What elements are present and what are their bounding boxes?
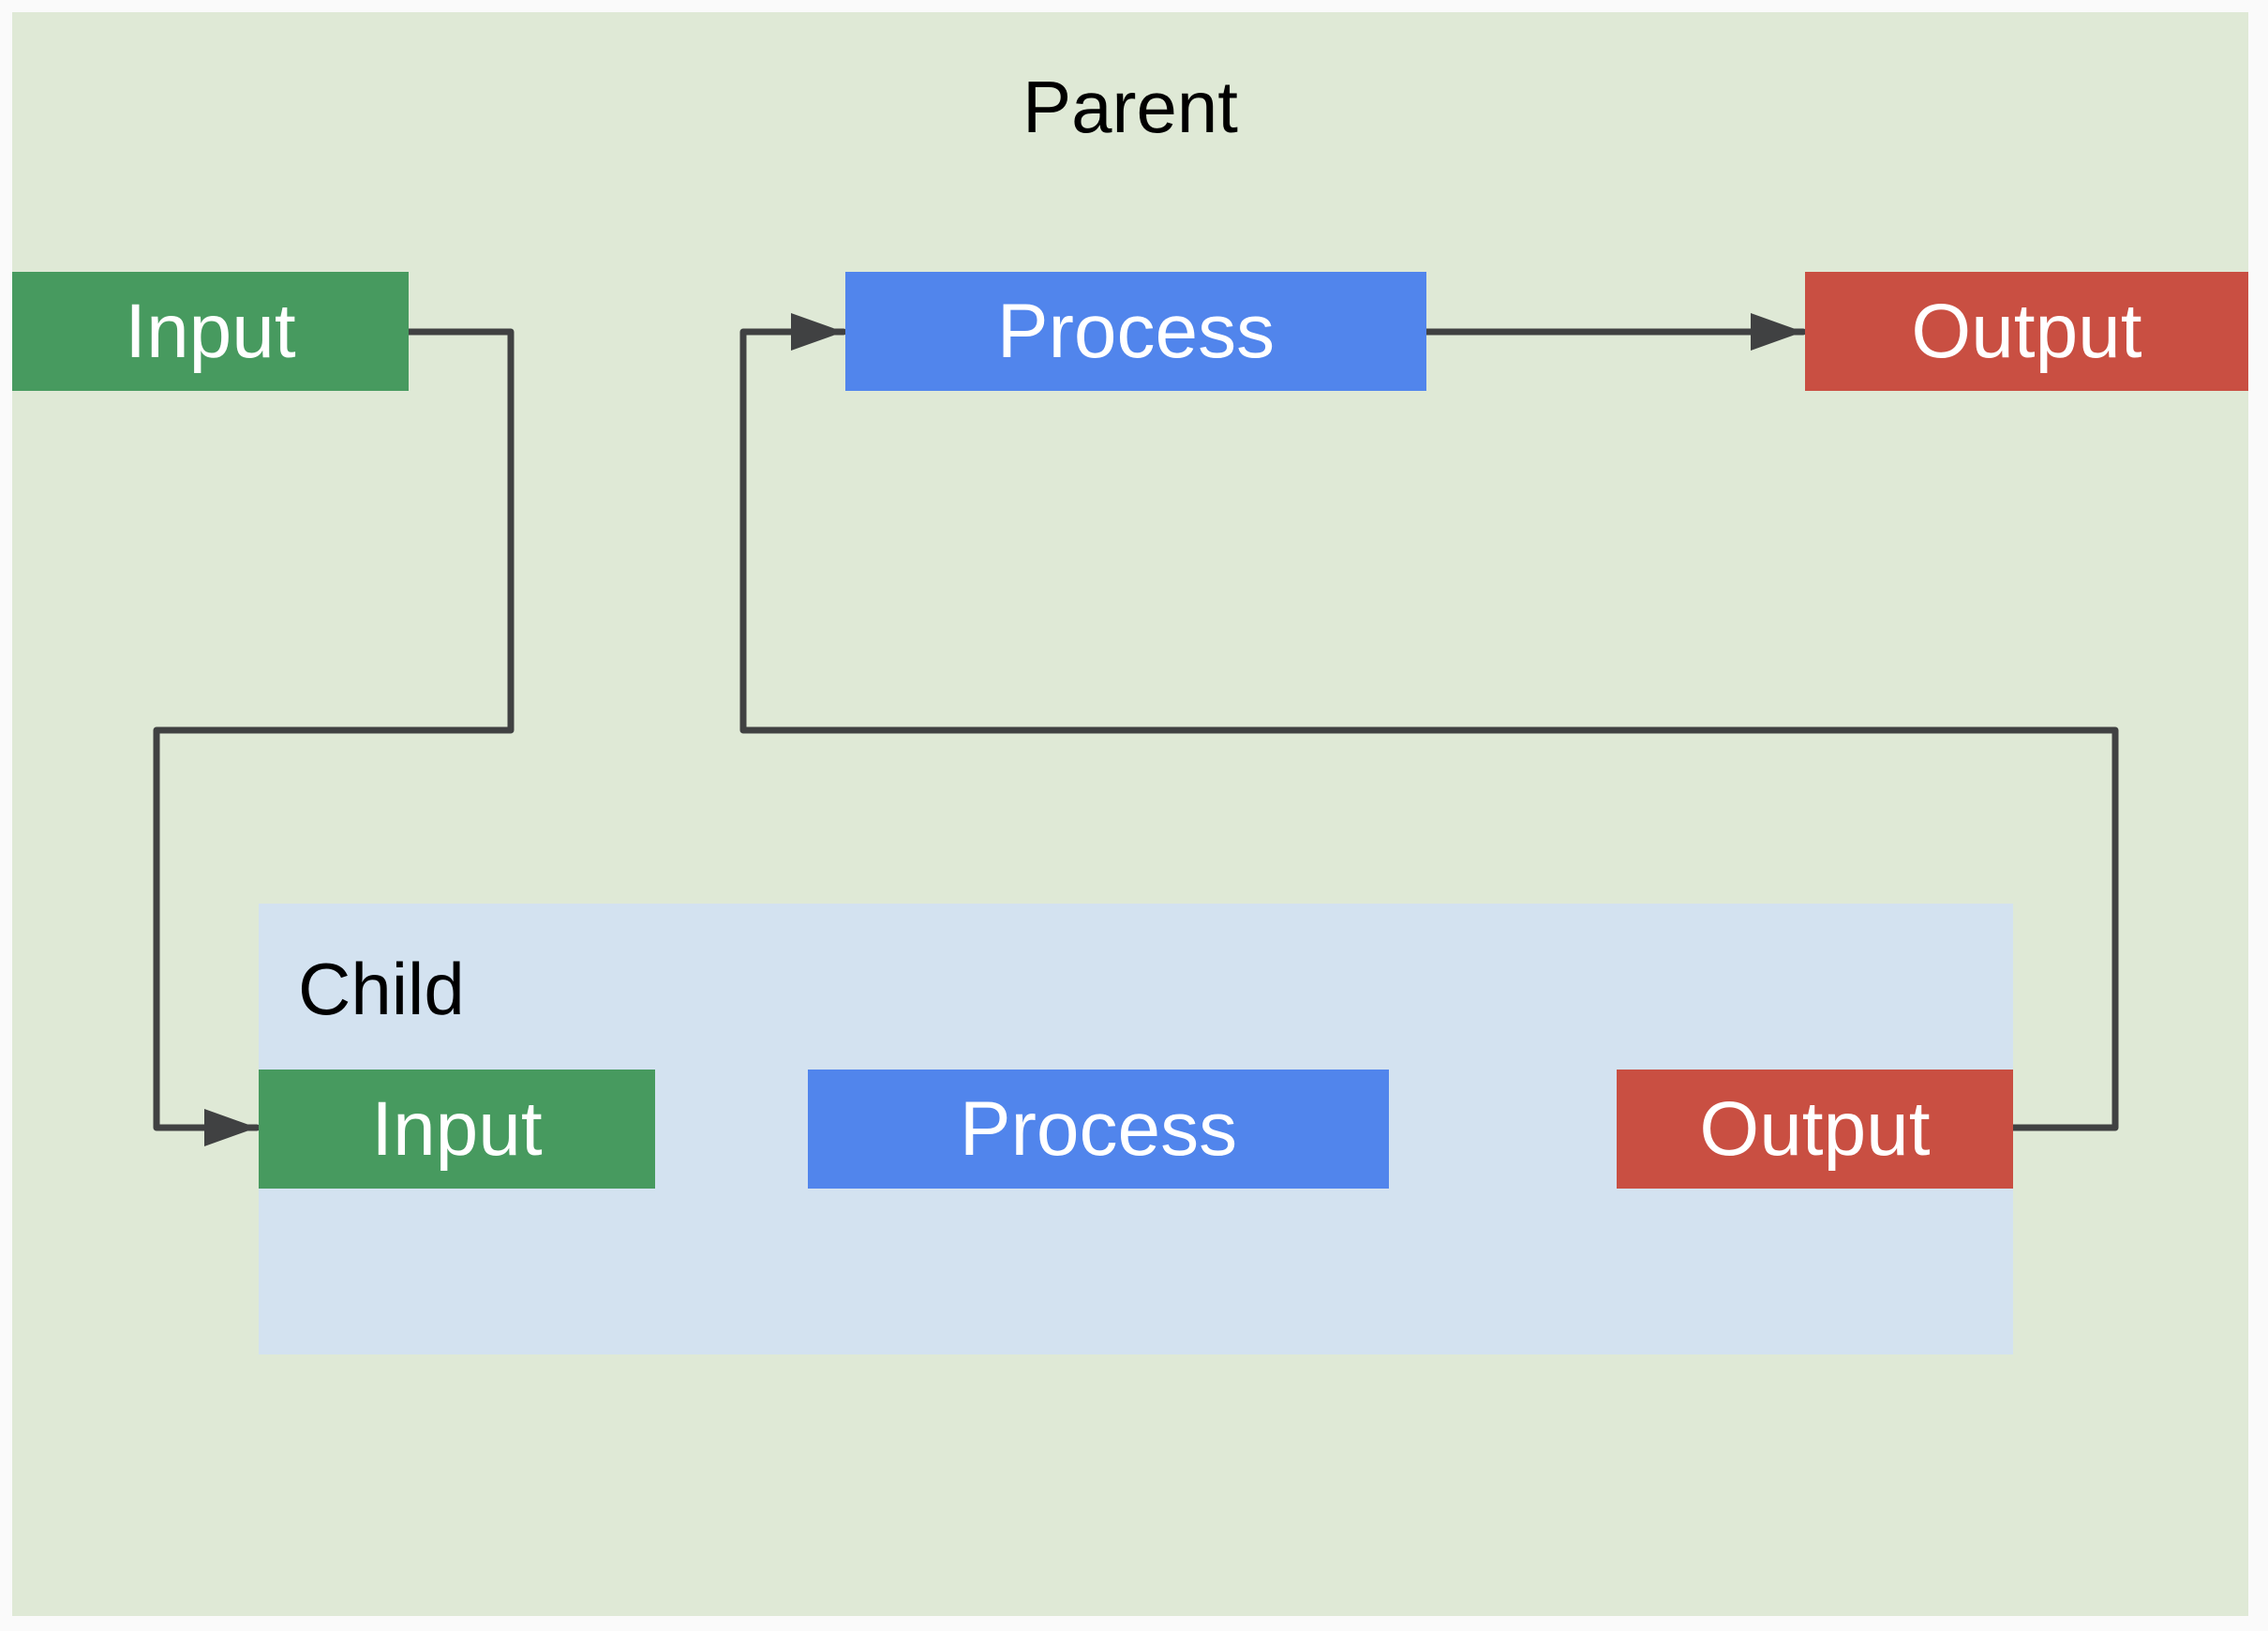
child-input-label: Input bbox=[371, 1085, 543, 1172]
child-label: Child bbox=[298, 948, 465, 1030]
edge-child-output-to-parent-process bbox=[739, 313, 2119, 1131]
parent-output-node: Output bbox=[1805, 272, 2248, 391]
child-output-node: Output bbox=[1617, 1070, 2013, 1189]
child-output-label: Output bbox=[1699, 1085, 1931, 1172]
parent-input-node: Input bbox=[12, 272, 409, 391]
parent-process-label: Process bbox=[996, 288, 1276, 374]
parent-process-node: Process bbox=[845, 272, 1426, 391]
parent-output-label: Output bbox=[1911, 288, 2142, 374]
edge-parent-input-to-child-input bbox=[153, 328, 515, 1146]
parent-label: Parent bbox=[1022, 66, 1238, 148]
parent-input-label: Input bbox=[125, 288, 296, 374]
child-input-node: Input bbox=[259, 1070, 655, 1189]
child-process-label: Process bbox=[959, 1085, 1238, 1172]
child-process-node: Process bbox=[808, 1070, 1389, 1189]
